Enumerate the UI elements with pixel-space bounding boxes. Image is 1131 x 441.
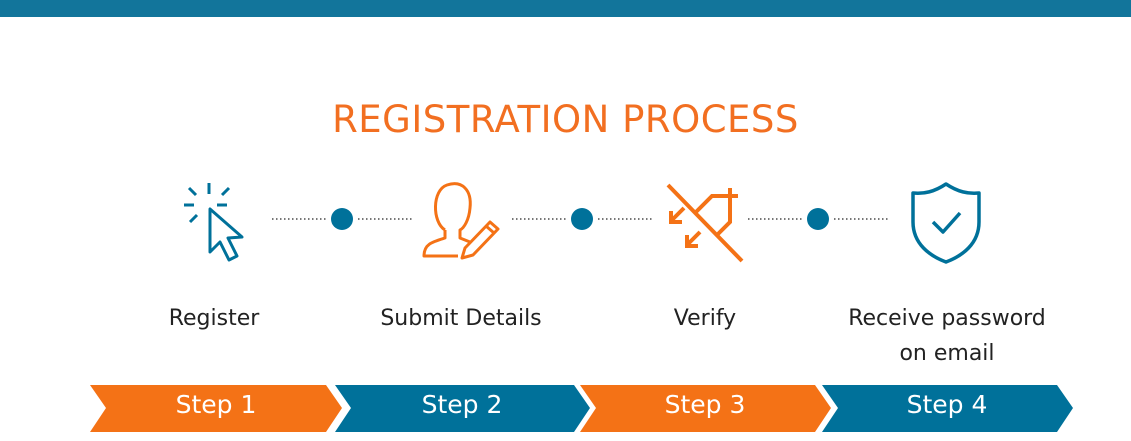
connector-dot — [331, 208, 353, 230]
step-label-register: Register — [168, 306, 260, 331]
step-2-text: Step 2 — [421, 390, 503, 419]
user-edit-icon — [422, 182, 500, 260]
top-bar — [0, 0, 1131, 17]
cursor-click-icon — [184, 183, 244, 262]
step-4-text: Step 4 — [906, 390, 988, 419]
step-4-chevron — [822, 385, 1073, 432]
step-1-chevron — [90, 385, 342, 432]
connector-dot — [571, 208, 593, 230]
connector-dot — [807, 208, 829, 230]
step-3-text: Step 3 — [664, 390, 746, 419]
step-2-chevron — [335, 385, 590, 432]
verify-crop-icon — [666, 183, 744, 263]
step-label-receive-password: Receive password on email — [848, 306, 1046, 366]
shield-check-icon — [911, 182, 981, 264]
step-1-text: Step 1 — [175, 390, 257, 419]
step-3-chevron — [580, 385, 831, 432]
step-label-submit-details: Submit Details — [380, 306, 542, 331]
page-title: REGISTRATION PROCESS — [332, 98, 799, 141]
step-label-verify: Verify — [673, 306, 737, 331]
